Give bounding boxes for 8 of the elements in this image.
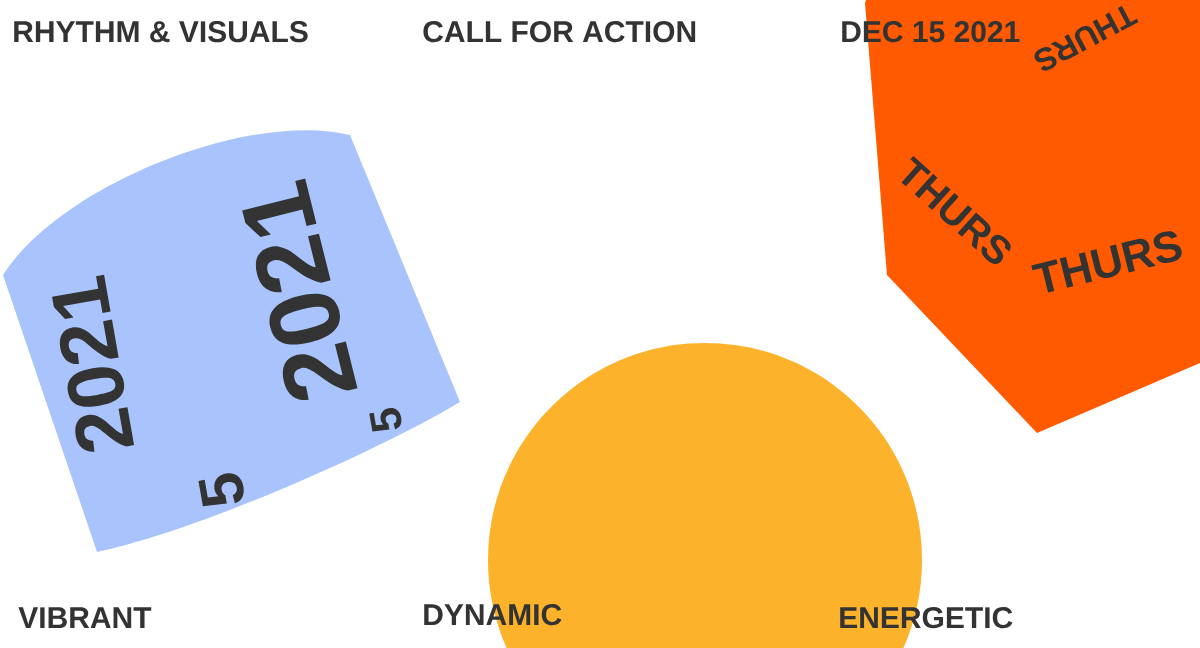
year-text: 2021 — [52, 274, 135, 452]
day-text: THURS — [1031, 231, 1182, 293]
heading-text: CALL FOR ACTION — [423, 21, 696, 43]
digit-text: 5 — [198, 473, 244, 507]
tagline-text: VIBRANT — [18, 607, 152, 628]
heading-text: RHYTHM & VISUALS — [14, 21, 308, 43]
digit-text: 5 — [369, 408, 402, 432]
year-text: 2021 — [242, 178, 358, 401]
